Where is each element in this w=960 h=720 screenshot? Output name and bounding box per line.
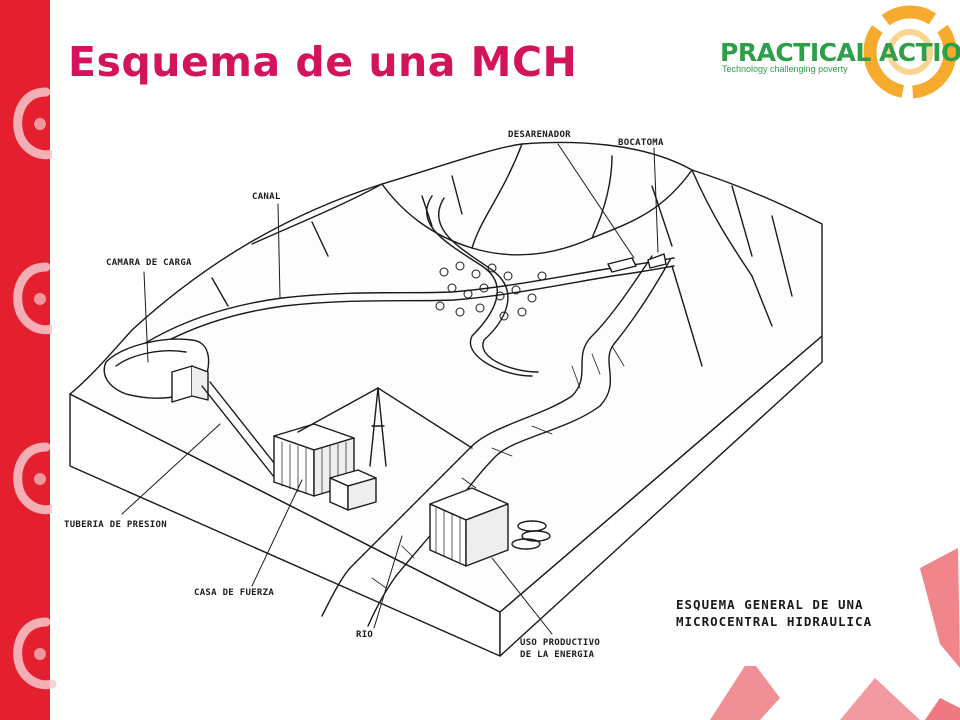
swirl-decoration-4 [13, 617, 57, 690]
mch-diagram-drawing [69, 141, 823, 657]
label-camara-de-carga: CAMARA DE CARGA [106, 258, 192, 268]
slide-title: Esquema de una MCH [68, 38, 578, 86]
label-casa-de-fuerza: CASA DE FUERZA [194, 588, 275, 598]
diagram-caption: ESQUEMA GENERAL DE UNA MICROCENTRAL HIDR… [676, 596, 872, 630]
grunge-decoration [710, 548, 960, 720]
label-tuberia-de-presion: TUBERIA DE PRESION [64, 520, 167, 530]
swirl-decoration-1 [13, 87, 57, 160]
label-desarenador: DESARENADOR [508, 130, 571, 140]
practical-action-logo-emblem [863, 5, 957, 99]
swirl-decoration-2 [13, 262, 57, 335]
label-rio: RIO [356, 630, 374, 640]
label-uso-productivo-line2: DE LA ENERGIA [520, 650, 595, 660]
label-uso-productivo-line1: USO PRODUCTIVO [520, 638, 601, 648]
logo-name: PRACTICAL ACTION [720, 38, 960, 67]
mch-diagram: DESARENADOR BOCATOMA CANAL CAMARA DE CAR… [52, 126, 918, 666]
swirl-decoration-3 [13, 442, 57, 515]
caption-line-1: ESQUEMA GENERAL DE UNA [676, 597, 864, 612]
label-canal: CANAL [252, 192, 281, 202]
label-bocatoma: BOCATOMA [618, 138, 664, 148]
caption-line-2: MICROCENTRAL HIDRAULICA [676, 614, 873, 629]
logo-tagline: Technology challenging poverty [722, 64, 848, 74]
